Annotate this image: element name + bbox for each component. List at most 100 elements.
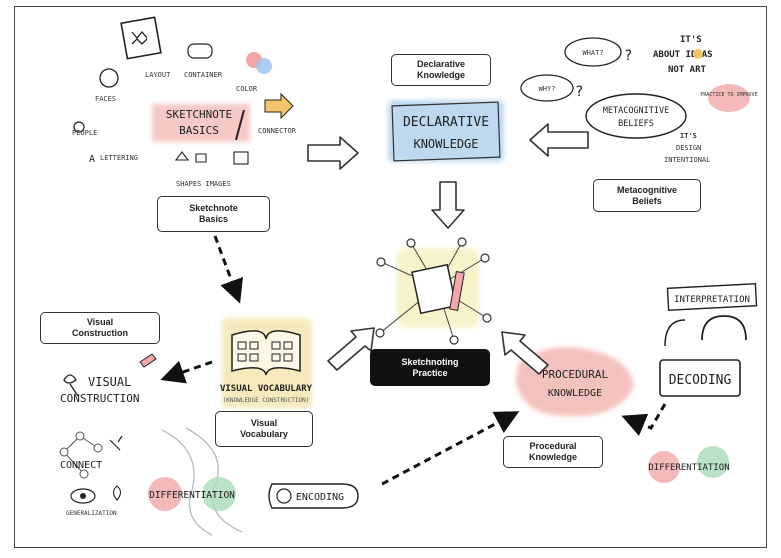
decoding-text: DECODING — [669, 373, 732, 388]
metacognitive-beliefs-sketch: WHAT? ? WHY? ? METACOGNITIVE BELIEFS IT'… — [520, 35, 758, 164]
generalization-text: GENERALIZATION — [66, 510, 117, 517]
sketchnote-basics-line1: SKETCHNOTE — [166, 108, 232, 121]
layout-text: LAYOUT — [145, 71, 171, 79]
question-mark-icon: ? — [575, 84, 583, 100]
beliefs-cloud — [585, 93, 687, 139]
decoding-sketch: INTERPRETATION DECODING DIFFERENTIATION — [648, 282, 758, 483]
arrow-procedural-to-practice — [501, 331, 549, 375]
people-text: PEOPLE — [72, 129, 97, 137]
container-icon — [187, 43, 213, 59]
red-dot — [148, 477, 182, 511]
visual-vocabulary-label: Visual Vocabulary — [215, 411, 313, 447]
red-dot — [648, 451, 680, 483]
connect-network-icon — [59, 431, 103, 479]
procedural-knowledge-label: Procedural Knowledge — [503, 436, 603, 468]
visual-vocabulary-sketch: VISUAL VOCABULARY (KNOWLEDGE CONSTRUCTIO… — [220, 318, 313, 408]
procedural-line1: PROCEDURAL — [542, 368, 609, 381]
dashed-arrow-encoding-to-procedural — [381, 411, 520, 486]
arrow-basics-to-declarative — [307, 136, 359, 170]
declarative-line1: DECLARATIVE — [403, 115, 489, 130]
open-shackle-icon — [664, 319, 686, 347]
encoding-text: ENCODING — [296, 492, 344, 503]
its-2-text: IT'S — [680, 132, 697, 140]
about-ideas-text: ABOUT IDEAS — [653, 50, 713, 60]
sketchnote-basics-line2: BASICS — [179, 124, 219, 137]
declarative-line2: KNOWLEDGE — [413, 137, 478, 151]
paper-icon — [411, 263, 457, 315]
metacog-line2: BELIEFS — [618, 119, 654, 129]
visual-vocab-line1: VISUAL VOCABULARY — [220, 384, 313, 394]
interpretation-text: INTERPRETATION — [674, 295, 750, 305]
declarative-knowledge-sketch: DECLARATIVE KNOWLEDGE — [388, 100, 504, 162]
wrench-icon — [63, 374, 79, 397]
declarative-knowledge-label: Declarative Knowledge — [391, 54, 491, 86]
dashed-arrow-decoding-to-procedural — [621, 403, 667, 436]
lightbulb-icon — [693, 49, 703, 59]
why-cloud — [520, 74, 574, 102]
image-icon — [233, 151, 249, 165]
connector-arrow-icon — [264, 92, 294, 120]
its-about-text: IT'S — [680, 35, 702, 45]
book-icon — [231, 330, 301, 376]
connect-text: CONNECT — [60, 460, 102, 471]
sketchnoting-practice-label: Sketchnoting Practice — [370, 349, 490, 386]
lock-shackle-icon — [701, 315, 747, 341]
what-question: WHAT? — [582, 49, 603, 57]
interpretation-box — [666, 282, 758, 312]
green-dot — [202, 477, 236, 511]
pencil-icon — [449, 271, 465, 311]
green-dot — [697, 446, 729, 478]
pupil-icon — [80, 493, 86, 499]
visual-construction-line1: VISUAL — [88, 375, 131, 389]
lock-body-icon — [659, 359, 741, 397]
key-shape-icon — [268, 483, 359, 509]
sketchnote-basics-sketch: FACES LAYOUT CONTAINER COLOR CONNECTOR S… — [72, 16, 297, 188]
visual-construction-line2: CONSTRUCTION — [60, 392, 139, 405]
pencil-stroke-icon — [235, 109, 245, 141]
block-arrows — [307, 123, 589, 375]
person-icon — [73, 121, 85, 133]
metacog-line1: METACOGNITIVE — [603, 106, 670, 116]
lightbulb-icon — [112, 485, 122, 501]
pencil-icon — [139, 353, 157, 368]
lettering-text: LETTERING — [100, 154, 138, 162]
pink-wash — [152, 104, 250, 142]
dashed-arrows — [160, 235, 667, 486]
sketchnoting-practice-sketch — [375, 237, 492, 345]
book-grid — [237, 341, 293, 362]
face-icon — [99, 68, 119, 88]
differentiation-text: DIFFERENTIATION — [149, 490, 235, 501]
intentional-text: INTENTIONAL — [664, 156, 710, 164]
why-question: WHY? — [539, 85, 556, 93]
shapes-icon — [174, 151, 207, 163]
metacognitive-beliefs-label: Metacognitive Beliefs — [593, 179, 701, 212]
differentiation-2-text: DIFFERENTIATION — [648, 463, 729, 473]
what-cloud — [564, 37, 622, 67]
frame-outline — [391, 101, 501, 162]
arrow-beliefs-to-declarative — [529, 123, 589, 157]
blue-wash — [388, 100, 504, 162]
visual-construction-label: Visual Construction — [40, 312, 160, 344]
note-icon — [120, 16, 162, 60]
key-ring-icon — [276, 488, 292, 504]
shapes-images-text: SHAPES IMAGES — [176, 180, 231, 188]
design-text: DESIGN — [676, 144, 701, 152]
visual-construction-sketch: VISUAL CONSTRUCTION CONNECT GENERALIZATI… — [59, 353, 359, 536]
practice-to-improve-text: PRACTICE TO IMPROVE — [700, 92, 757, 98]
faces-text: FACES — [95, 95, 116, 103]
sketchnote-basics-label: Sketchnote Basics — [157, 196, 270, 232]
not-art-text: NOT ART — [668, 65, 707, 75]
color-text: COLOR — [236, 85, 258, 93]
procedural-line2: KNOWLEDGE — [548, 388, 602, 399]
connector-text: CONNECTOR — [258, 127, 297, 135]
color-dot-blue-icon — [256, 58, 272, 74]
visual-vocab-line2: (KNOWLEDGE CONSTRUCTION) — [223, 397, 310, 404]
question-mark-icon: ? — [624, 48, 632, 64]
zigzag-icon — [131, 30, 148, 45]
dashed-arrow-vocab-to-construction — [160, 360, 213, 384]
arrow-vocabulary-to-practice — [327, 327, 375, 371]
letter-a-icon: A — [89, 154, 95, 165]
container-text: CONTAINER — [184, 71, 223, 79]
dashed-arrow-basics-to-vocab — [213, 235, 243, 304]
